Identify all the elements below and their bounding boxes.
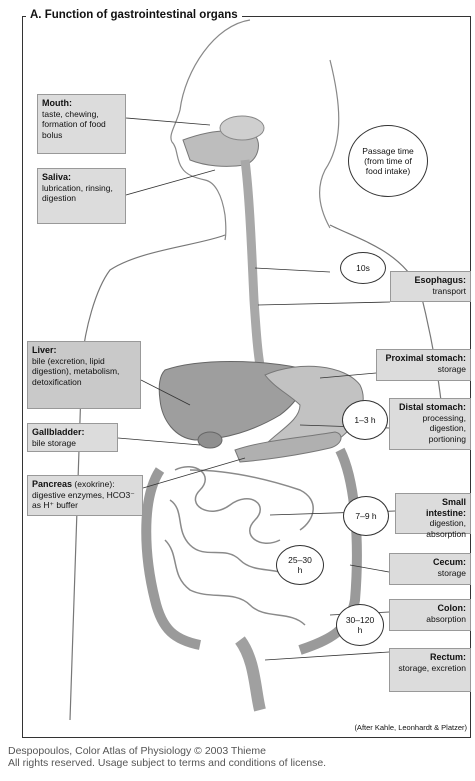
gallbladder-name: Gallbladder: xyxy=(32,427,85,437)
colon-label: Colon: absorption xyxy=(389,599,471,631)
proximal-stomach-text: storage xyxy=(437,363,466,374)
liver-text: bile (excretion, lipid digestion), metab… xyxy=(32,355,120,387)
figure-title: A. Function of gastrointestinal organs xyxy=(26,9,242,21)
copyright-footer: Despopoulos, Color Atlas of Physiology ©… xyxy=(8,745,326,769)
cecum-time-bubble: 25–30 h xyxy=(276,545,324,585)
colon-text: absorption xyxy=(426,613,466,624)
small-intestine-name: Small intestine: xyxy=(425,497,466,518)
distal-stomach-label: Distal stomach: processing, digestion, p… xyxy=(389,398,471,450)
pancreas-name: Pancreas xyxy=(32,479,73,489)
cecum-text: storage xyxy=(437,567,466,578)
rectum-text: storage, excretion xyxy=(398,662,466,673)
frame-bottom xyxy=(22,737,471,738)
footer-line-2: All rights reserved. Usage subject to te… xyxy=(8,757,327,769)
esophagus-label: Esophagus: transport xyxy=(390,271,471,302)
mouth-name: Mouth: xyxy=(42,98,72,108)
liver-name: Liver: xyxy=(32,345,57,355)
saliva-name: Saliva: xyxy=(42,172,72,182)
rectum-name: Rectum: xyxy=(429,652,466,662)
pancreas-qualifier: (exokrine): xyxy=(74,479,115,489)
frame-left xyxy=(22,16,23,738)
colon-time-bubble: 30–120 h xyxy=(336,604,384,646)
distal-stomach-name: Distal stomach: xyxy=(398,402,466,412)
liver-label: Liver: bile (excretion, lipid digestion)… xyxy=(27,341,141,409)
frame-top-left xyxy=(22,16,26,17)
proximal-stomach-name: Proximal stomach: xyxy=(385,353,466,363)
rectum-label: Rectum: storage, excretion xyxy=(389,648,471,692)
esophagus-time-bubble: 10s xyxy=(340,252,386,284)
footer-line-1: Despopoulos, Color Atlas of Physiology ©… xyxy=(8,745,266,757)
small-intestine-label: Small intestine: digestion, absorption xyxy=(395,493,471,539)
saliva-label: Saliva: lubrication, rinsing, digestion xyxy=(37,168,126,224)
esophagus-text: transport xyxy=(432,285,466,296)
mouth-label: Mouth: taste, chewing, formation of food… xyxy=(37,94,126,154)
distal-stomach-text: processing, digestion, portioning xyxy=(422,412,466,444)
mouth-text: taste, chewing, formation of food bolus xyxy=(42,108,106,140)
cecum-name: Cecum: xyxy=(432,557,466,567)
colon-name: Colon: xyxy=(437,603,467,613)
frame-top-right xyxy=(240,16,471,17)
passage-time-bubble: Passage time (from time of food intake) xyxy=(348,125,428,197)
gallbladder-text: bile storage xyxy=(32,437,76,448)
pancreas-label: Pancreas (exokrine): digestive enzymes, … xyxy=(27,475,143,516)
figure-credit: (After Kahle, Leonhardt & Platzer) xyxy=(354,723,467,732)
cecum-label: Cecum: storage xyxy=(389,553,471,585)
proximal-stomach-label: Proximal stomach: storage xyxy=(376,349,471,381)
pancreas-text: digestive enzymes, HCO3⁻ as H⁺ buffer xyxy=(32,489,135,511)
gallbladder-label: Gallbladder: bile storage xyxy=(27,423,118,452)
esophagus-name: Esophagus: xyxy=(414,275,466,285)
saliva-text: lubrication, rinsing, digestion xyxy=(42,182,113,204)
small-intestine-text: digestion, absorption xyxy=(426,518,466,539)
small-intestine-time-bubble: 7–9 h xyxy=(343,496,389,536)
stomach-time-bubble: 1–3 h xyxy=(342,400,388,440)
